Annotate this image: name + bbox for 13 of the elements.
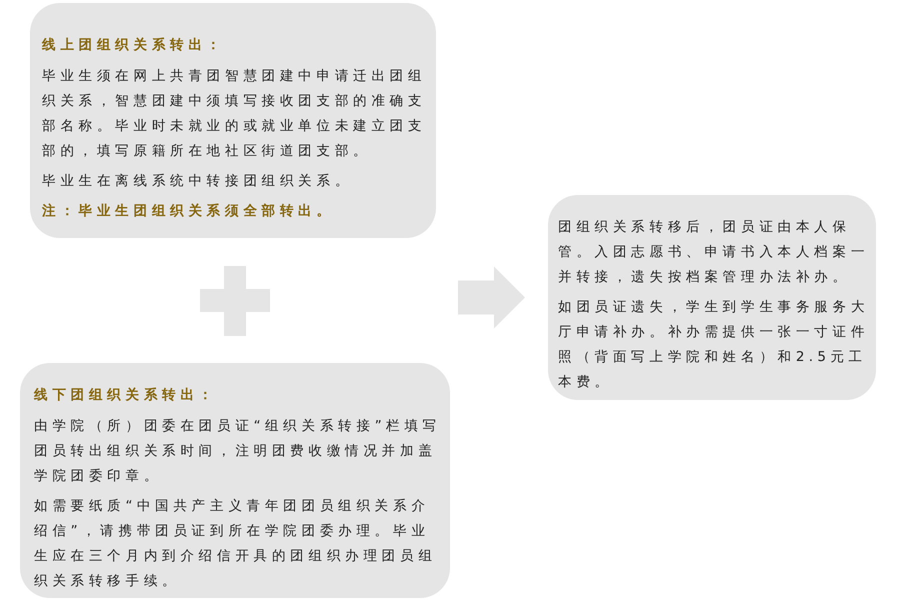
note-text: 注：毕业生团组织关系须全部转出。 — [42, 202, 336, 221]
arrow — [458, 266, 525, 328]
paragraph: 如团员证遗失，学生到学生事务服务大厅申请补办。补办需提供一张一寸证件照（背面写上学院和姓名）和2.5元工本费。 — [558, 298, 870, 392]
heading: 线上团组织关系转出： — [42, 36, 226, 55]
text-box — [548, 195, 876, 400]
paragraph: 如需要纸质“中国共产主义青年团团员组织关系介绍信”，请携带团员证到所在学院团委办理。毕业生应在三个月内到介绍信开具的团组织办理团员组织关系转移手续。 — [34, 497, 438, 591]
paragraph: 团组织关系转移后，团员证由本人保管。入团志愿书、申请书入本人档案一并转接，遗失按档案管理办法补办。 — [558, 218, 870, 287]
heading: 线下团组织关系转出： — [34, 386, 218, 405]
paragraph: 由学院（所）团委在团员证“组织关系转接”栏填写团员转出组织关系时间，注明团费收缴情况并加盖学院团委印章。 — [34, 417, 442, 486]
text-box — [30, 3, 436, 238]
text-box — [20, 363, 450, 598]
paragraph: 毕业生在离线系统中转接团组织关系。 — [42, 172, 354, 191]
paragraph: 毕业生须在网上共青团智慧团建中申请迁出团组织关系，智慧团建中须填写接收团支部的准确支部名称。毕业时未就业的或就业单位未建立团支部的，填写原籍所在地社区街道团支部。 — [42, 67, 428, 161]
